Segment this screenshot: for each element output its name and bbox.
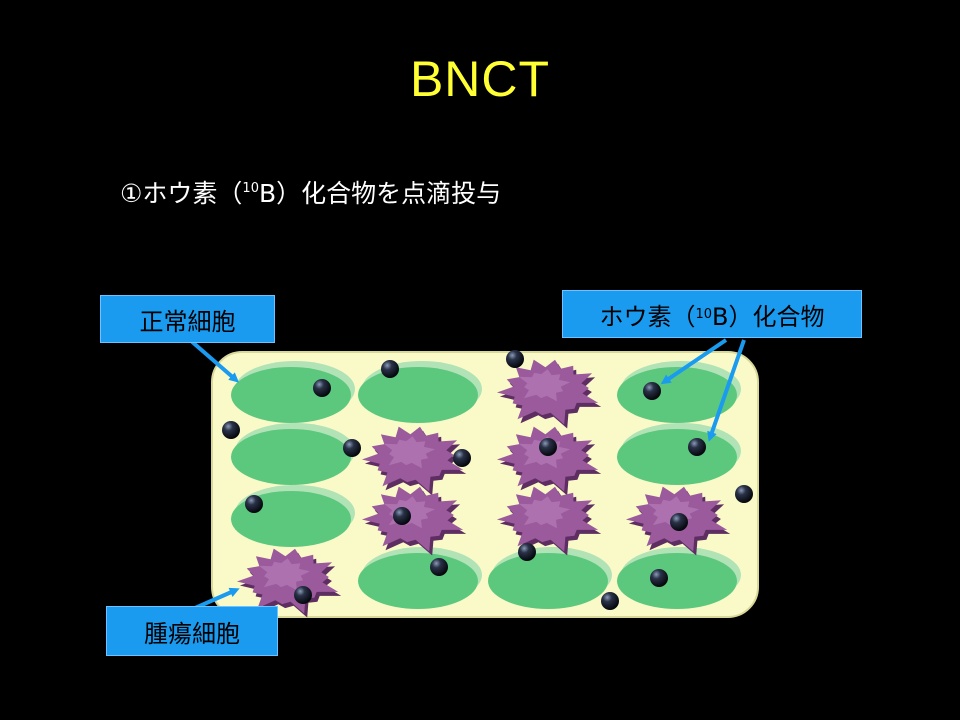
step-isotope: 10	[242, 181, 259, 196]
label-tumor-cell: 腫瘍細胞	[106, 606, 278, 656]
tissue-background	[211, 351, 759, 618]
step-prefix: ①ホウ素（	[120, 179, 243, 208]
boron-particle	[670, 513, 688, 531]
normal-cell	[488, 547, 612, 609]
step-suffix: B）化合物を点滴投与	[258, 179, 502, 208]
tumor-cell	[361, 426, 467, 496]
tumor-cell	[496, 486, 602, 556]
tumor-cell	[236, 548, 342, 618]
boron-particle	[650, 569, 668, 587]
step-text: ①ホウ素（10B）化合物を点滴投与	[120, 174, 501, 210]
boron-particle	[294, 586, 312, 604]
label-normal-cell: 正常細胞	[100, 295, 275, 343]
boron-particle	[601, 592, 619, 610]
label-boron-prefix: ホウ素（	[599, 302, 696, 331]
normal-cell	[617, 361, 741, 423]
boron-particle	[393, 507, 411, 525]
normal-cell	[617, 547, 741, 609]
arrow-boron-1	[660, 338, 728, 385]
boron-particle	[539, 438, 557, 456]
boron-particle	[381, 360, 399, 378]
boron-particle	[688, 438, 706, 456]
boron-particle	[518, 543, 536, 561]
cell-layer	[231, 359, 741, 618]
boron-particle	[313, 379, 331, 397]
slide-title: BNCT	[409, 51, 551, 107]
boron-particle	[643, 382, 661, 400]
boron-particle	[453, 449, 471, 467]
boron-particle	[735, 485, 753, 503]
boron-particle	[430, 558, 448, 576]
label-boron-suffix: B）化合物	[712, 302, 825, 331]
boron-layer	[222, 350, 753, 610]
arrow-normal-cell	[188, 338, 240, 383]
boron-particle	[222, 421, 240, 439]
boron-particle	[343, 439, 361, 457]
label-boron-isotope: 10	[695, 306, 713, 322]
tumor-cell	[496, 359, 602, 429]
boron-particle	[506, 350, 524, 368]
normal-cell	[231, 423, 355, 485]
normal-cell	[617, 423, 741, 485]
arrow-boron-2	[707, 339, 746, 442]
boron-particle	[245, 495, 263, 513]
